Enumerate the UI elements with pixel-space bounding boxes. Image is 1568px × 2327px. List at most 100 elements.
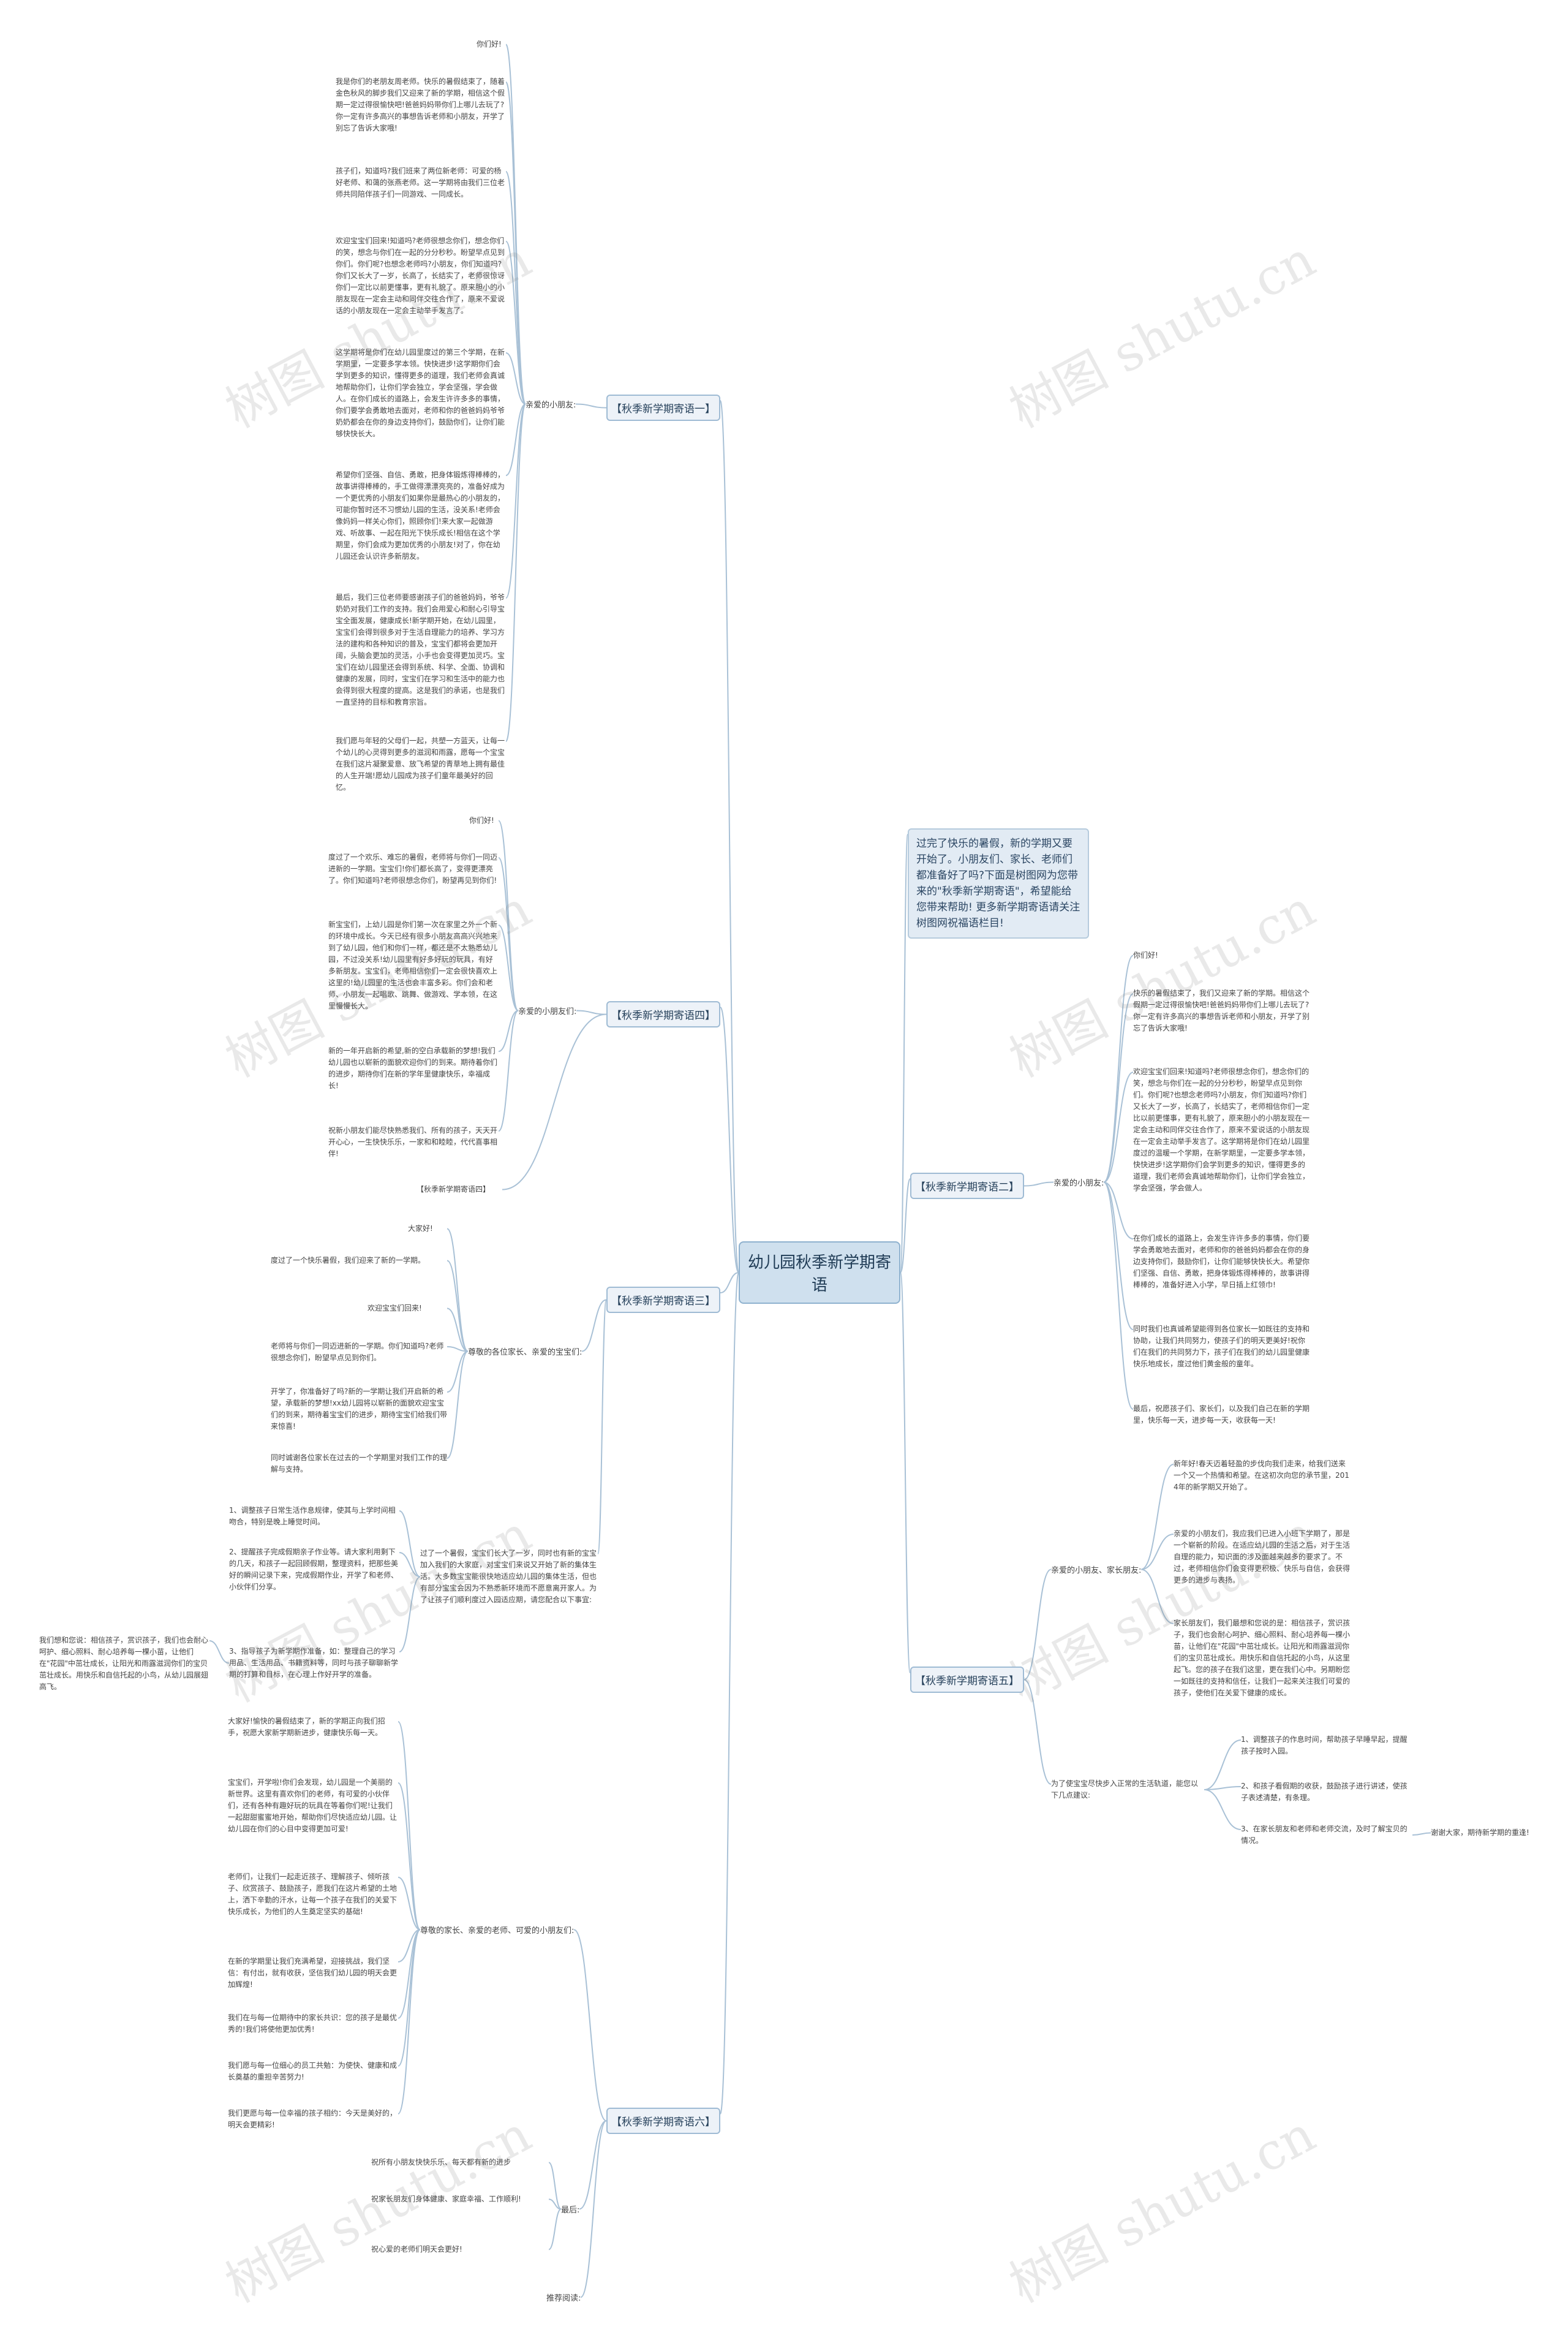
b6-salutation: 尊敬的家长、亲爱的老师、可爱的小朋友们:: [420, 1926, 575, 1935]
connector: [720, 400, 739, 1273]
b3-leaf: 同时诚谢各位家长在过去的一个学期里对我们工作的理解与支持。: [271, 1453, 448, 1474]
b5-suggestion-label: 为了使宝宝尽快步入正常的生活轨道，能您以下几点建议:: [1051, 1779, 1199, 1799]
b2-leaf: 在你们成长的道路上，会发生许许多多的事情，你们要学会勇敢地去面对，老师和你的爸爸…: [1133, 1234, 1310, 1289]
b6-leaf: 大家好!愉快的暑假结束了，新的学期正向我们招手，祝愿大家新学期新进步，健康快乐每…: [228, 1717, 385, 1737]
b6-wish: 祝家长朋友们身体健康、家庭幸福、工作顺利!: [371, 2195, 521, 2203]
connector: [1412, 1832, 1431, 1836]
b2-salutation: 亲爱的小朋友:: [1054, 1179, 1104, 1188]
connector: [579, 2120, 607, 2210]
connector: [505, 403, 526, 599]
b1-leaf: 希望你们坚强、自信、勇敢，把身体锻炼得棒棒的，故事讲得棒棒的，手工做得漂漂亮亮的…: [336, 471, 505, 561]
b5-tip: 3、在家长朋友和老师和老师交流，及时了解宝贝的情况。: [1241, 1825, 1408, 1845]
connector: [548, 2198, 562, 2210]
b6-leaf: 宝宝们，开学啦!你们会发现，幼儿园是一个美丽的新世界。这里有喜欢你们的老师，有可…: [228, 1778, 398, 1833]
b3-leaf: 老师将与你们一同迈进新的一学期。你们知道吗?老师很想念你们，盼望早点见到你们。: [271, 1342, 444, 1362]
connector: [399, 1552, 421, 1578]
connector: [1204, 1786, 1242, 1790]
b3-leaf: 过了一个暑假，宝宝们长大了一岁，同时也有新的宝宝加入我们的大家庭，对宝宝们来说又…: [420, 1549, 597, 1604]
b4-leaf: 度过了一个欢乐、难忘的暑假，老师将与你们一同迈进新的一学期。宝宝们!你们都长高了…: [328, 853, 498, 885]
b1-leaf: 我是你们的老朋友周老师。快乐的暑假结束了，随着金色秋风的脚步我们又迎来了新的学期…: [336, 77, 505, 132]
connector: [1140, 1464, 1174, 1570]
b6-recommended-label[interactable]: 推荐阅读:: [546, 2294, 581, 2303]
connector: [447, 1307, 469, 1352]
connector: [502, 1013, 607, 1190]
b4-leaf: 祝新小朋友们能尽快熟悉我们、所有的孩子，天天开开心心，一生快快乐乐，一家和和睦睦…: [328, 1126, 498, 1158]
b3-leaf: 欢迎宝宝们回来!: [368, 1304, 422, 1312]
connector: [581, 1299, 607, 1352]
connector: [498, 925, 519, 1012]
connector: [548, 2208, 562, 2250]
connector: [505, 403, 526, 476]
root-topic[interactable]: 幼儿园秋季新学期寄语: [739, 1241, 900, 1304]
branch-3[interactable]: 【秋季新学期寄语三】: [606, 1287, 720, 1313]
b1-leaf: 最后，我们三位老师要感谢孩子们的爸爸妈妈，爷爷奶奶对我们工作的支持。我们会用爱心…: [336, 593, 505, 706]
b4-salutation: 亲爱的小朋友们:: [518, 1007, 577, 1016]
b5-salutation: 亲爱的小朋友、家长朋友:: [1051, 1566, 1142, 1575]
b6-leaf: 在新的学期里让我们充满希望，迎接挑战，我们坚信：有付出，就有收获，坚信我们幼儿园…: [228, 1957, 398, 1989]
connector: [398, 1782, 421, 1931]
b5-tip: 1、调整孩子的作息时间，帮助孩子早睡早起，提醒孩子按时入园。: [1241, 1735, 1408, 1755]
connector: [398, 1929, 421, 1962]
b1-salutation: 亲爱的小朋友:: [526, 401, 576, 410]
b2-leaf: 快乐的暑假结束了，我们又迎来了新的学期。相信这个假期一定过得很愉快吧!爸爸妈妈带…: [1133, 989, 1310, 1032]
connector: [498, 1010, 519, 1132]
connector: [548, 2162, 562, 2210]
b2-leaf: 同时我们也真诚希望能得到各位家长一如既往的支持和协助，让我们共同努力，使孩子们的…: [1133, 1325, 1310, 1368]
connector: [1103, 1181, 1134, 1410]
b6-leaf: 老师们，让我们一起走近孩子、理解孩子、倾听孩子、欣赏孩子、鼓励孩子，愿我们在这片…: [228, 1872, 398, 1916]
b6-wish: 祝所有小朋友快快乐乐、每天都有新的进步: [371, 2158, 511, 2166]
b6-closing-label: 最后:: [561, 2206, 580, 2215]
connector: [398, 1929, 421, 2067]
connector: [900, 1272, 911, 1673]
b3-tip: 2、提醒孩子完成假期亲子作业等。请大家利用剩下的几天，和孩子一起回顾假期，整理资…: [229, 1548, 399, 1591]
connector: [576, 1010, 607, 1015]
b5-thanks: 谢谢大家，期待新学期的重逢!: [1431, 1828, 1529, 1837]
connector: [447, 1350, 469, 1459]
b6-leaf: 我们更愿与每一位幸福的孩子相约：今天是美好的，明天会更精彩!: [228, 2109, 398, 2129]
b3-leaf: 大家好!: [408, 1224, 433, 1233]
b3-tip: 3、指导孩子为新学期作准备，如：整理自己的学习用品、生活用品、书籍资料等，同时与…: [229, 1647, 399, 1679]
b4-leaf: 新的一年开启新的希望,新的空白承载新的梦想!我们幼儿园也以崭新的面貌欢迎你们的到…: [328, 1046, 498, 1090]
connector: [398, 1929, 421, 2114]
connector: [1103, 1181, 1134, 1330]
connector: [580, 2120, 607, 2298]
b4-leaf: 你们好!: [469, 816, 494, 825]
connector: [447, 1228, 469, 1352]
connector: [720, 1272, 739, 1293]
connector: [447, 1350, 469, 1393]
connector: [1103, 1181, 1134, 1239]
connector: [1140, 1568, 1174, 1624]
b2-leaf: 你们好!: [1133, 951, 1158, 959]
b6-wish: 祝心爱的老师们明天会更好!: [371, 2245, 462, 2253]
branch-1[interactable]: 【秋季新学期寄语一】: [606, 395, 720, 421]
connector: [1103, 1072, 1134, 1183]
b1-leaf: 欢迎宝宝们回来!知道吗?老师很想念你们，想念你们的笑，想念与你们在一起的分分秒秒…: [336, 236, 505, 315]
connector: [1103, 955, 1134, 1183]
b1-leaf: 我们愿与年轻的父母们一起，共塑一方蓝天，让每一个幼儿的心灵得到更多的滋润和雨露，…: [336, 736, 505, 792]
connector: [505, 403, 526, 742]
connector: [505, 352, 526, 405]
branch-4[interactable]: 【秋季新学期寄语四】: [606, 1001, 720, 1027]
connector: [1204, 1789, 1242, 1830]
intro-note: 过完了快乐的暑假，新的学期又要开始了。小朋友们、家长、老师们都准备好了吗?下面是…: [908, 828, 1089, 939]
b5-leaf: 新年好!春天迈着轻盈的步伐向我们走来，给我们送来一个又一个热情和希望。在这初次向…: [1174, 1459, 1349, 1491]
b3-leaf: 开学了，你准备好了吗?新的一学期让我们开启新的希望，承载新的梦想!xx幼儿园将以…: [271, 1387, 448, 1431]
connector: [900, 834, 908, 1273]
b2-leaf: 最后，祝愿孩子们、家长们，以及我们自己在新的学期里，快乐每一天，进步每一天，收获…: [1133, 1404, 1310, 1425]
connector: [209, 1640, 230, 1664]
connector: [1103, 993, 1134, 1183]
connector: [720, 1007, 739, 1273]
connector: [505, 171, 526, 405]
b5-leaf: 亲爱的小朋友们，我应我们已进入小班下学期了，那是一个崭新的阶段。在适应幼儿园的生…: [1174, 1529, 1351, 1584]
b3-tip: 1、调整孩子日常生活作息规律，使其与上学时间相吻合，特别是晚上睡觉时间。: [229, 1506, 396, 1526]
branch-6[interactable]: 【秋季新学期寄语六】: [606, 2108, 720, 2134]
connector: [1023, 1568, 1052, 1681]
connector: [398, 1721, 421, 1931]
b1-leaf: 孩子们，知道吗?我们班来了两位新老师：可爱的杨好老师、和蔼的张燕老师。这一学期将…: [336, 167, 505, 199]
branch-2[interactable]: 【秋季新学期寄语二】: [910, 1173, 1024, 1199]
branch-5[interactable]: 【秋季新学期寄语五】: [910, 1667, 1024, 1693]
connector: [900, 1178, 911, 1273]
connector: [505, 81, 526, 405]
connector: [575, 403, 607, 409]
